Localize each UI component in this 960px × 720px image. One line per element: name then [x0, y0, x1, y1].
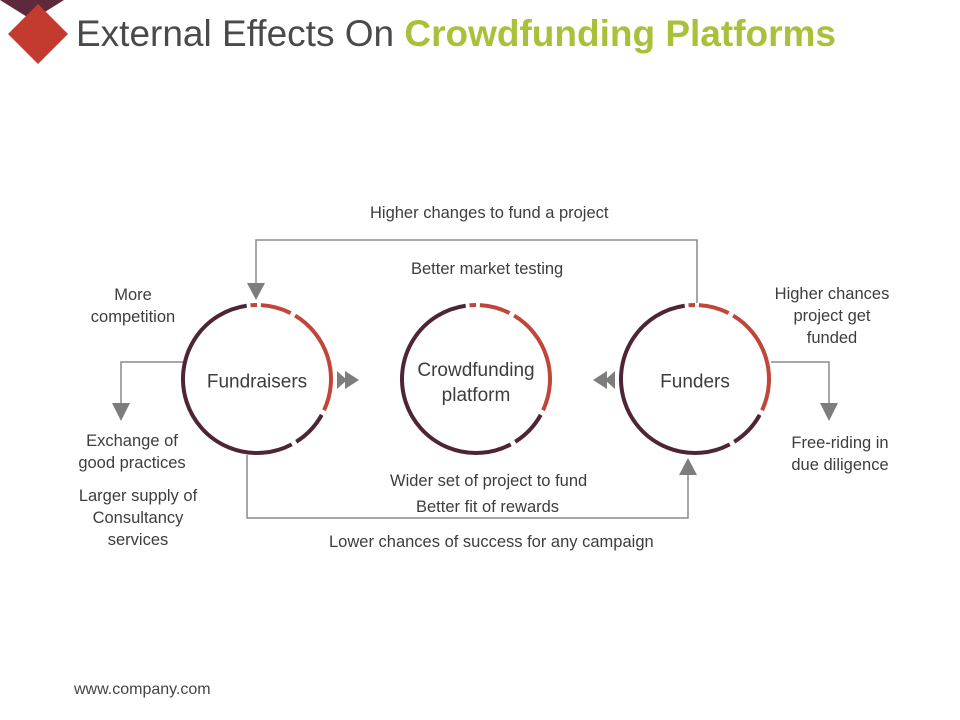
funders-ring — [619, 303, 771, 455]
node-platform-line-1: Crowdfunding — [417, 360, 535, 381]
ring-segment-top-right — [698, 303, 730, 315]
corner-diamond-red — [8, 4, 68, 64]
left-branch-line — [120, 361, 183, 404]
ring-segment-left — [400, 303, 512, 455]
arrow-fundraisers-to-platform — [337, 371, 359, 389]
right-branch-line — [771, 361, 830, 404]
label-exchange-line-1: Exchange of — [86, 432, 178, 450]
label-free-riding-line-2: due diligence — [791, 456, 889, 474]
ring-segment-bottom-right — [733, 413, 762, 444]
node-fundraisers: Fundraisers — [206, 371, 308, 393]
ring-segment-right — [294, 313, 333, 412]
label-higher-chances-line-3: funded — [806, 329, 858, 347]
label-more-competition-line-2: competition — [90, 308, 176, 326]
top-connector-line — [255, 239, 698, 303]
bottom-connector-line — [246, 455, 689, 519]
footer-website: www.company.com — [74, 681, 211, 698]
label-larger-supply: Larger supply of Consultancy services — [66, 485, 210, 551]
ring-segment-left — [181, 303, 293, 455]
node-funders: Funders — [660, 371, 730, 393]
node-platform-line-2: platform — [441, 385, 511, 406]
fundraisers-ring — [181, 303, 333, 455]
ring-segment-bottom-right — [295, 413, 324, 444]
arrow-funders-to-platform — [593, 371, 615, 389]
ring-segment-left — [619, 303, 731, 455]
bottom-connector-arrow-up — [679, 458, 697, 475]
label-free-riding-line-1: Free-riding in — [791, 434, 889, 452]
label-better-fit-rewards: Better fit of rewards — [416, 498, 560, 516]
label-higher-chances-line-1: Higher chances — [774, 285, 890, 303]
ring-segment-right — [513, 313, 552, 412]
label-lower-chances: Lower chances of success for any campaig… — [329, 533, 654, 551]
label-exchange-good-practices: Exchange of good practices — [66, 430, 198, 474]
platform-ring — [400, 303, 552, 455]
ring-segment-bottom-right — [514, 413, 543, 444]
title-part-2: Crowdfunding Platforms — [404, 13, 837, 54]
left-branch-arrow-down — [112, 403, 130, 421]
title-part-1: External Effects On — [76, 13, 405, 54]
label-exchange-line-2: good practices — [78, 454, 186, 472]
label-higher-chances-line-2: project get — [793, 307, 871, 325]
page-title: External Effects On Crowdfunding Platfor… — [76, 12, 836, 56]
ring-segment-top-right — [479, 303, 511, 315]
label-more-competition-line-1: More — [114, 286, 152, 304]
node-crowdfunding-platform: Crowdfunding platform — [417, 358, 534, 408]
ring-segment-top-right — [260, 303, 292, 315]
label-better-market-testing: Better market testing — [411, 260, 564, 278]
label-wider-set: Wider set of project to fund — [390, 472, 588, 490]
top-connector-arrow-down — [247, 283, 265, 300]
label-larger-supply-line-3: services — [107, 531, 169, 549]
right-branch-arrow-down — [820, 403, 838, 421]
label-larger-supply-line-2: Consultancy — [92, 509, 184, 527]
label-more-competition: More competition — [80, 284, 186, 328]
label-higher-changes: Higher changes to fund a project — [370, 204, 609, 222]
ring-segment-right — [732, 313, 771, 412]
label-larger-supply-line-1: Larger supply of — [78, 487, 198, 505]
label-free-riding: Free-riding in due diligence — [776, 432, 904, 476]
label-higher-chances-funded: Higher chances project get funded — [764, 283, 900, 349]
